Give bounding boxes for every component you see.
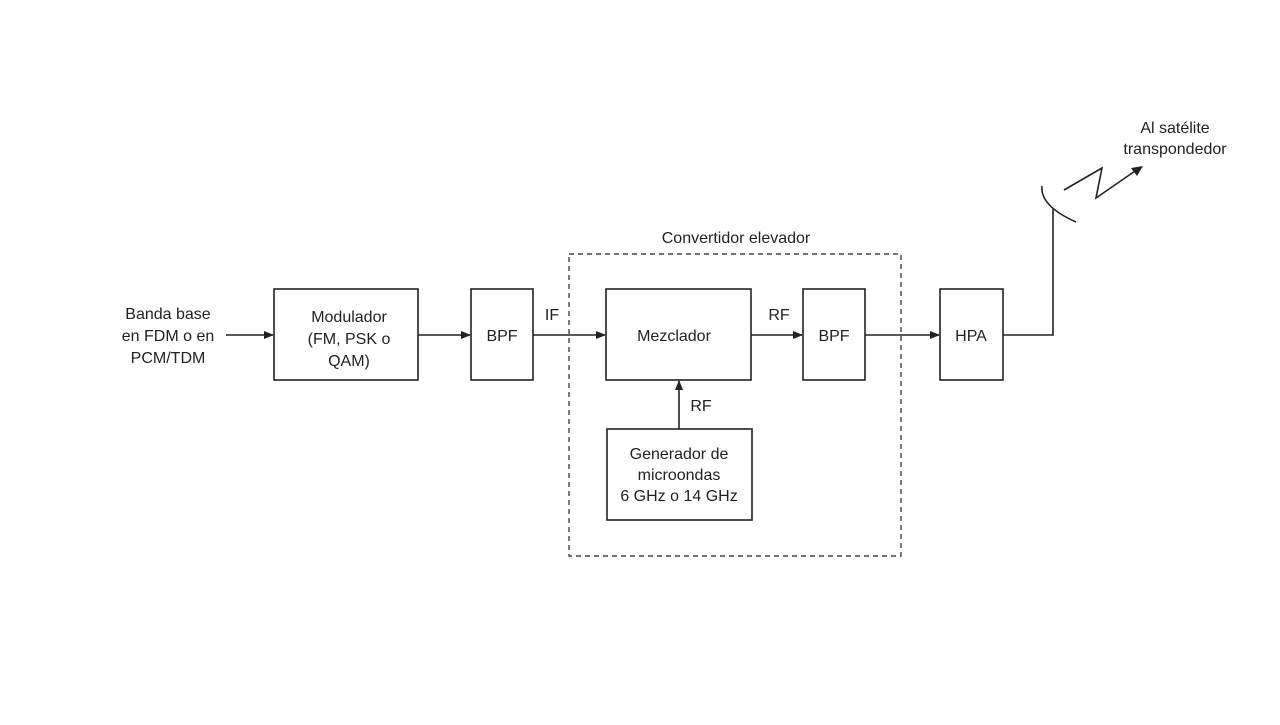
radio-link-zigzag bbox=[1063, 166, 1139, 200]
modulator-line-2: (FM, PSK o bbox=[308, 331, 391, 348]
input-label-line-3: PCM/TDM bbox=[131, 350, 206, 367]
bpf2-block bbox=[802, 288, 866, 381]
upconverter-frame bbox=[568, 253, 902, 557]
rf-in-label: RF bbox=[690, 398, 712, 415]
hpa-block bbox=[939, 288, 1004, 381]
bpf2-label: BPF bbox=[818, 328, 849, 345]
bpf1-label: BPF bbox=[486, 328, 517, 345]
upconverter-title: Convertidor elevador bbox=[662, 230, 811, 247]
generator-line-1: Generador de bbox=[630, 446, 729, 463]
bpf1-block bbox=[470, 288, 534, 381]
mixer-label: Mezclador bbox=[637, 328, 711, 345]
if-label: IF bbox=[545, 307, 559, 324]
output-label-line-2: transpondedor bbox=[1123, 141, 1227, 158]
radio-link-arrowhead bbox=[1131, 166, 1143, 176]
input-label-line-2: en FDM o en bbox=[122, 328, 214, 345]
modulator-line-3: QAM) bbox=[328, 353, 370, 370]
output-label-line-1: Al satélite bbox=[1140, 120, 1209, 137]
generator-line-2: microondas bbox=[638, 467, 721, 484]
mixer-block bbox=[605, 288, 752, 381]
hpa-label: HPA bbox=[955, 328, 987, 345]
modulator-line-1: Modulador bbox=[311, 309, 387, 326]
input-label: Banda base en FDM o en PCM/TDM bbox=[122, 306, 214, 367]
generator-block bbox=[606, 428, 753, 521]
rf-out-label: RF bbox=[768, 307, 790, 324]
antenna-dish-icon bbox=[1041, 185, 1077, 223]
antenna-feed-line bbox=[1003, 209, 1054, 336]
generator-line-3: 6 GHz o 14 GHz bbox=[620, 488, 737, 505]
input-label-line-1: Banda base bbox=[125, 306, 211, 323]
